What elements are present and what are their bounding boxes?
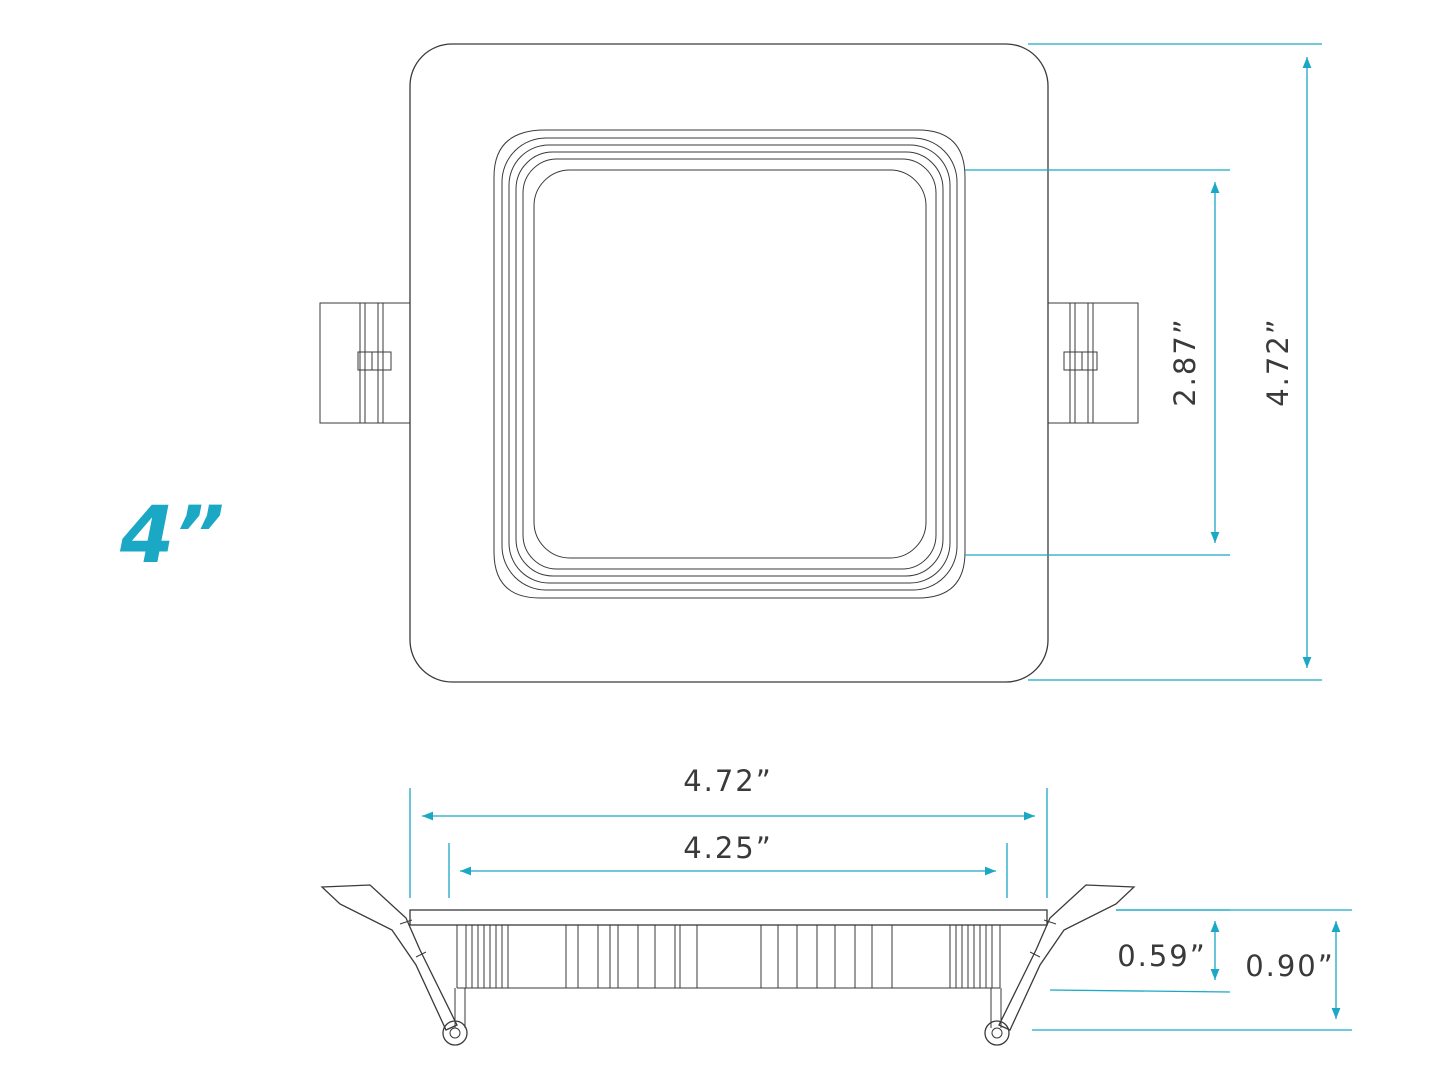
aperture-height-label: 2.87” bbox=[1168, 317, 1202, 407]
cutout-width-label: 4.25” bbox=[683, 831, 773, 865]
left-spring-clip bbox=[320, 884, 468, 1046]
overall-height-dimension: 4.72” bbox=[1028, 43, 1322, 681]
overall-height-label: 4.72” bbox=[1261, 317, 1295, 407]
total-depth-dimension: 0.90” bbox=[1032, 909, 1352, 1031]
baffle-ring bbox=[508, 144, 951, 584]
body-depth-label: 0.59” bbox=[1117, 939, 1207, 973]
aperture-height-dimension: 2.87” bbox=[965, 169, 1230, 556]
overall-width-dimension: 4.72” bbox=[409, 764, 1048, 898]
overall-width-label: 4.72” bbox=[683, 764, 773, 798]
housing-body bbox=[456, 925, 1001, 989]
size-label: 4” bbox=[119, 491, 225, 581]
top-view: 2.87” 4.72” bbox=[319, 43, 1322, 683]
total-depth-label: 0.90” bbox=[1245, 949, 1335, 983]
lens-outline bbox=[533, 169, 927, 559]
right-mounting-clip bbox=[1047, 302, 1139, 424]
side-view: 4.72” 4.25” bbox=[320, 764, 1352, 1046]
left-mounting-clip bbox=[319, 302, 411, 424]
baffle-ring bbox=[522, 158, 937, 570]
cutout-width-dimension: 4.25” bbox=[448, 831, 1008, 898]
body-depth-dimension: 0.59” bbox=[1049, 909, 1231, 993]
right-spring-clip bbox=[984, 884, 1136, 1046]
baffle-ring bbox=[515, 151, 944, 577]
baffle-ring-outer bbox=[493, 129, 966, 599]
trim-flange bbox=[409, 909, 1048, 926]
baffle-ring bbox=[501, 137, 958, 591]
